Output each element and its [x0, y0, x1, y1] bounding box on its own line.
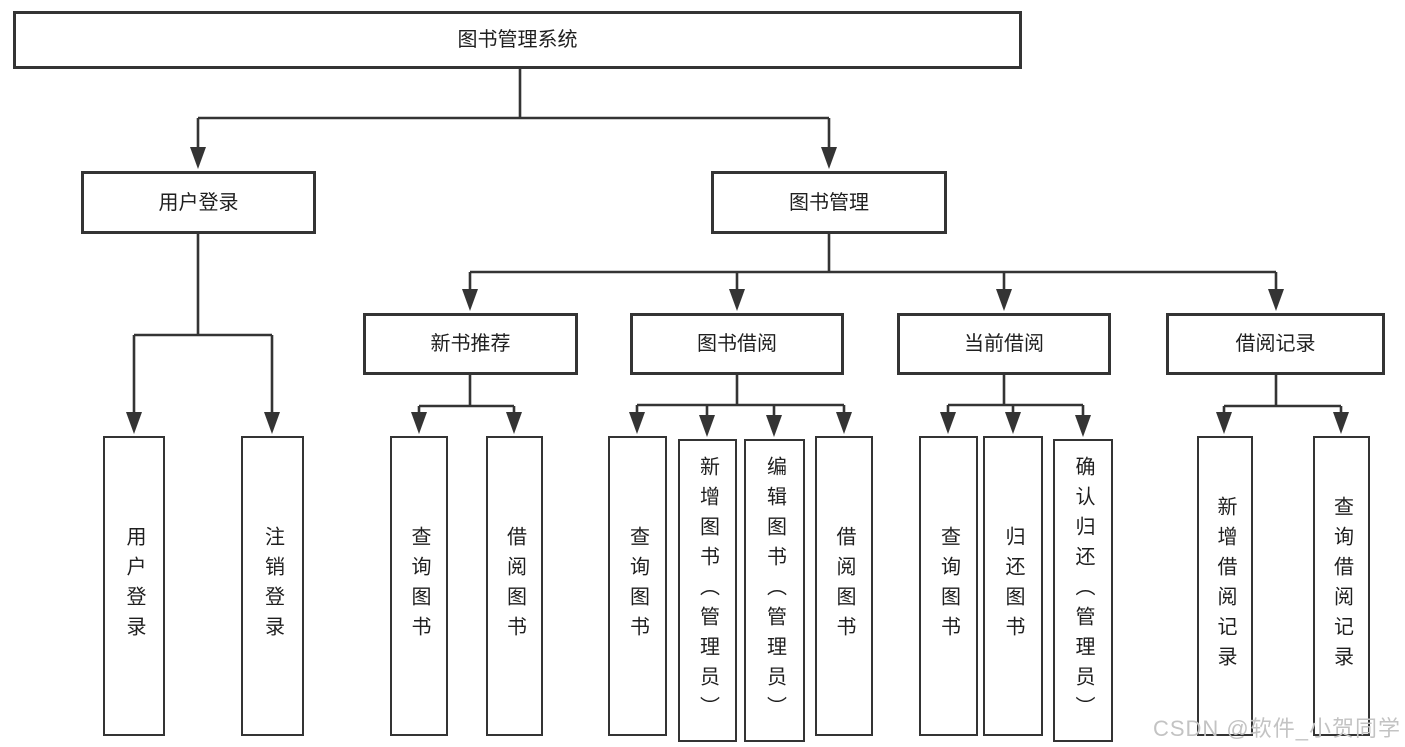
leaf-borrow-books: 借阅图书 — [815, 436, 873, 736]
arrowhead-icon — [1216, 412, 1232, 434]
arrowhead-icon — [1005, 412, 1021, 434]
node-book-borrowing: 图书借阅 — [630, 313, 844, 375]
arrowhead-icon — [996, 289, 1012, 311]
node-borrowing-records: 借阅记录 — [1166, 313, 1385, 375]
leaf-query-books-current: 查询图书 — [919, 436, 978, 736]
leaf-query-borrow-record: 查询借阅记录 — [1313, 436, 1370, 736]
node-current-borrowing: 当前借阅 — [897, 313, 1111, 375]
leaf-label: 确认归还（管理员） — [1072, 455, 1094, 726]
leaf-query-books-recommend: 查询图书 — [390, 436, 448, 736]
arrowhead-icon — [1333, 412, 1349, 434]
arrowhead-group — [126, 147, 1349, 437]
leaf-add-borrow-record: 新增借阅记录 — [1197, 436, 1253, 736]
leaf-label: 查询图书 — [626, 526, 649, 646]
leaf-label: 新增图书（管理员） — [696, 455, 719, 726]
leaf-borrow-books-recommend: 借阅图书 — [486, 436, 543, 736]
arrowhead-icon — [940, 412, 956, 434]
node-user-login: 用户登录 — [81, 171, 316, 234]
arrowhead-icon — [1268, 289, 1284, 311]
csdn-watermark: CSDN @软件_小贺同学 — [1152, 716, 1401, 741]
arrowhead-icon — [766, 415, 782, 437]
leaf-label: 新增借阅记录 — [1214, 496, 1236, 676]
leaf-confirm-return-admin: 确认归还（管理员） — [1053, 439, 1113, 742]
leaf-return-book: 归还图书 — [983, 436, 1043, 736]
node-root-library-system: 图书管理系统 — [13, 11, 1022, 69]
leaf-label: 归还图书 — [1002, 526, 1024, 646]
connector-line — [132, 69, 1343, 418]
arrowhead-icon — [411, 412, 427, 434]
arrowhead-icon — [629, 412, 645, 434]
leaf-label: 借阅图书 — [503, 526, 526, 646]
arrowhead-icon — [190, 147, 206, 169]
arrowhead-icon — [729, 289, 745, 311]
leaf-label: 用户登录 — [123, 526, 145, 646]
arrowhead-icon — [836, 412, 852, 434]
leaf-add-book-admin: 新增图书（管理员） — [678, 439, 737, 742]
arrowhead-icon — [821, 147, 837, 169]
arrowhead-icon — [699, 415, 715, 437]
arrowhead-icon — [1075, 415, 1091, 437]
leaf-user-login: 用户登录 — [103, 436, 165, 736]
node-book-management: 图书管理 — [711, 171, 947, 234]
leaf-logout: 注销登录 — [241, 436, 304, 736]
arrowhead-icon — [264, 412, 280, 434]
arrowhead-icon — [126, 412, 142, 434]
leaf-edit-book-admin: 编辑图书（管理员） — [744, 439, 805, 742]
arrowhead-icon — [506, 412, 522, 434]
leaf-label: 查询图书 — [937, 526, 960, 646]
leaf-label: 查询借阅记录 — [1330, 496, 1353, 676]
leaf-label: 编辑图书（管理员） — [763, 455, 786, 726]
leaf-label: 查询图书 — [408, 526, 430, 646]
node-new-book-recommend: 新书推荐 — [363, 313, 578, 375]
arrowhead-icon — [462, 289, 478, 311]
leaf-label: 注销登录 — [261, 526, 284, 646]
leaf-label: 借阅图书 — [833, 526, 855, 646]
leaf-query-books-borrow: 查询图书 — [608, 436, 667, 736]
